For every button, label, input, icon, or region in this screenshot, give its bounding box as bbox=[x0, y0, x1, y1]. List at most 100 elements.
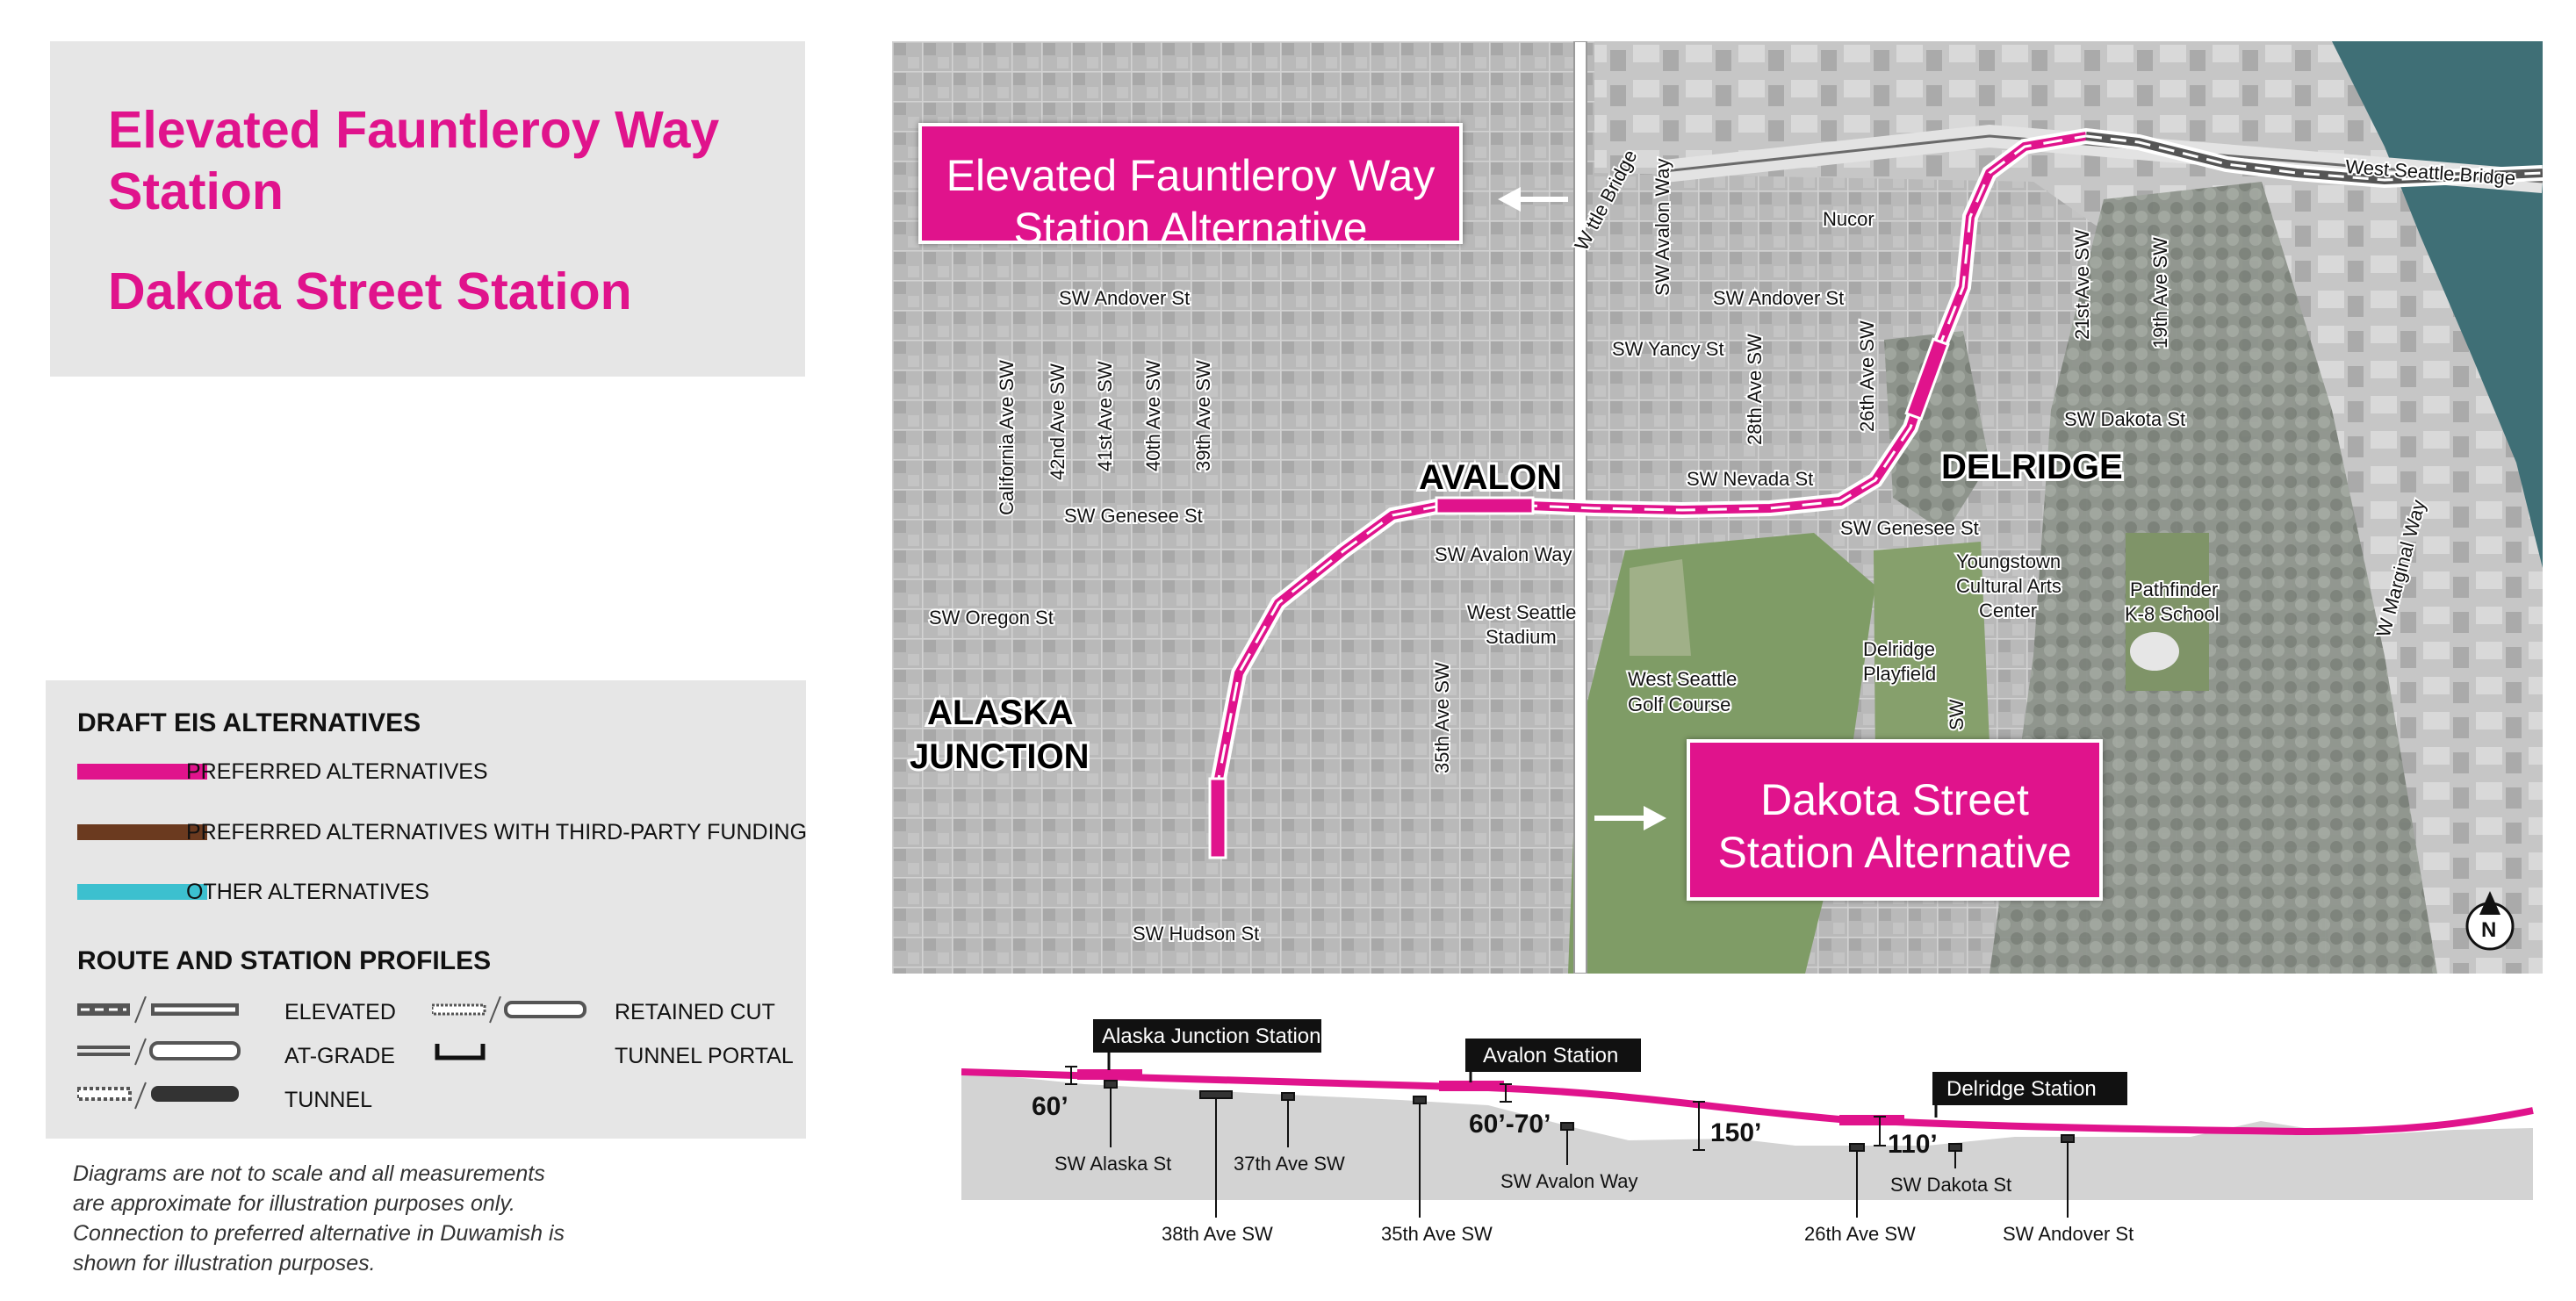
label-youngstown-1: Youngstown bbox=[1956, 550, 2061, 572]
label-28th-ave: 28th Ave SW bbox=[1744, 334, 1766, 445]
profile-street-sw-dakota: SW Dakota St bbox=[1890, 1174, 2011, 1196]
label-avalon: AVALON bbox=[1419, 458, 1562, 497]
legend-swatch-third-party bbox=[77, 824, 207, 840]
callout-fauntleroy-line-1: Elevated Fauntleroy Way bbox=[946, 151, 1436, 200]
profile-height-avalon: 60’-70’ bbox=[1469, 1110, 1551, 1139]
profile-street-37th: 37th Ave SW bbox=[1234, 1153, 1345, 1175]
legend-panel: DRAFT EIS ALTERNATIVES PREFERRED ALTERNA… bbox=[46, 680, 807, 1139]
label-ws-stadium-2: Stadium bbox=[1486, 626, 1557, 648]
callout-dakota-line-1: Dakota Street bbox=[1760, 775, 2029, 824]
profile-station-label-alaska: Alaska Junction Station bbox=[1102, 1024, 1320, 1048]
label-sw-avalon-way-vertical: SW Avalon Way bbox=[1651, 158, 1673, 296]
label-delridge-playfield-2: Playfield bbox=[1863, 663, 1936, 685]
legend-label-at-grade: AT-GRADE bbox=[284, 1044, 395, 1068]
label-sw-hudson: SW Hudson St bbox=[1133, 923, 1259, 945]
callout-fauntleroy-station[interactable]: Elevated Fauntleroy Way Station Alternat… bbox=[918, 123, 1463, 253]
label-youngstown-2: Cultural Arts bbox=[1956, 575, 2062, 597]
arrow-right-icon bbox=[1644, 806, 1666, 830]
route-profile-diagram: Alaska Junction Station Avalon Station D… bbox=[961, 1019, 2534, 1245]
label-alaska: ALASKA bbox=[927, 694, 1074, 732]
legend-label-preferred: PREFERRED ALTERNATIVES bbox=[186, 759, 488, 784]
profile-street-26th: 26th Ave SW bbox=[1804, 1223, 1916, 1245]
profile-street-sw-avalon-way: SW Avalon Way bbox=[1500, 1170, 1638, 1192]
alaska-junction-station-marker bbox=[1208, 777, 1227, 859]
label-pathfinder-1: Pathfinder bbox=[2130, 579, 2218, 600]
label-pathfinder-2: K-8 School bbox=[2125, 603, 2220, 625]
profile-station-label-delridge: Delridge Station bbox=[1946, 1077, 2097, 1101]
delridge-playfield bbox=[1874, 542, 1990, 761]
callout-dakota-line-2: Station Alternative bbox=[1717, 828, 2072, 877]
arrow-left-icon bbox=[1498, 187, 1521, 212]
label-ws-golf-1: West Seattle bbox=[1628, 668, 1737, 690]
profile-street-35th: 35th Ave SW bbox=[1381, 1223, 1493, 1245]
legend-label-tunnel: TUNNEL bbox=[284, 1088, 373, 1112]
profile-station-label-avalon: Avalon Station bbox=[1483, 1044, 1618, 1067]
label-sw-nevada: SW Nevada St bbox=[1687, 468, 1813, 490]
disclaimer-note: Diagrams are not to scale and all measur… bbox=[73, 1159, 687, 1278]
legend-profile-symbols-2 bbox=[432, 996, 586, 1060]
label-26th-ave: 26th Ave SW bbox=[1856, 320, 1878, 432]
label-19th-ave: 19th Ave SW bbox=[2149, 237, 2171, 349]
label-junction: JUNCTION bbox=[910, 737, 1089, 776]
note-line-2: are approximate for illustration purpose… bbox=[73, 1191, 515, 1216]
ground-profile bbox=[961, 1072, 2533, 1200]
note-line-1: Diagrams are not to scale and all measur… bbox=[73, 1161, 545, 1186]
callout-fauntleroy-line-2: Station Alternative bbox=[1013, 204, 1368, 253]
delridge-station-marker bbox=[1904, 337, 1950, 420]
label-sw-oregon: SW Oregon St bbox=[929, 607, 1054, 629]
legend-heading-profiles: ROUTE AND STATION PROFILES bbox=[77, 946, 492, 975]
greenbelt-small bbox=[1884, 331, 1990, 533]
label-california-ave: California Ave SW bbox=[996, 360, 1018, 515]
label-sw-andover-right: SW Andover St bbox=[1713, 287, 1844, 309]
profile-platform-delridge bbox=[1839, 1115, 1904, 1125]
label-sw-avalon-way: SW Avalon Way bbox=[1435, 543, 1572, 565]
label-sw-andover-left: SW Andover St bbox=[1059, 287, 1190, 309]
callout-dakota-station[interactable]: Dakota Street Station Alternative bbox=[1687, 739, 2103, 901]
legend-label-elevated: ELEVATED bbox=[284, 1000, 396, 1024]
profile-route-line bbox=[961, 1068, 2534, 1136]
profile-station-label-bg-delridge bbox=[1932, 1072, 2127, 1105]
label-21st-ave: 21st Ave SW bbox=[2071, 229, 2093, 340]
label-nucor: Nucor bbox=[1823, 208, 1874, 230]
legend-swatch-other bbox=[77, 884, 207, 900]
stadium-field bbox=[1630, 559, 1691, 656]
title-panel: Elevated Fauntleroy Way Station Dakota S… bbox=[50, 41, 805, 377]
legend-label-other: OTHER ALTERNATIVES bbox=[186, 880, 429, 904]
label-sw-short: SW bbox=[1946, 699, 1968, 730]
label-sw-dakota: SW Dakota St bbox=[2064, 408, 2185, 430]
profile-height-alaska: 60’ bbox=[1032, 1092, 1069, 1121]
note-line-3: Connection to preferred alternative in D… bbox=[73, 1221, 565, 1246]
label-sw-yancy: SW Yancy St bbox=[1612, 338, 1724, 360]
profile-height-peak: 150’ bbox=[1710, 1118, 1761, 1147]
label-42nd-ave: 42nd Ave SW bbox=[1047, 363, 1069, 480]
school-building bbox=[2130, 632, 2179, 671]
legend-heading-alternatives: DRAFT EIS ALTERNATIVES bbox=[77, 708, 421, 737]
label-youngstown-3: Center bbox=[1979, 600, 2037, 622]
title-line-1b: Station bbox=[108, 162, 284, 220]
label-40th-ave: 40th Ave SW bbox=[1142, 360, 1164, 471]
profile-platform-alaska bbox=[1077, 1069, 1142, 1080]
label-41st-ave: 41st Ave SW bbox=[1094, 361, 1116, 471]
legend-label-retained-cut: RETAINED CUT bbox=[615, 1000, 775, 1024]
profile-street-sw-alaska: SW Alaska St bbox=[1054, 1153, 1171, 1175]
legend-label-tunnel-portal: TUNNEL PORTAL bbox=[615, 1044, 794, 1068]
profile-height-delridge: 110’ bbox=[1888, 1130, 1938, 1159]
avalon-station-marker bbox=[1435, 496, 1535, 515]
label-sw-genesee-left: SW Genesee St bbox=[1064, 505, 1203, 527]
label-ws-golf-2: Golf Course bbox=[1628, 694, 1731, 715]
label-35th-ave: 35th Ave SW bbox=[1431, 662, 1453, 773]
profile-station-label-bg-alaska bbox=[1093, 1019, 1321, 1053]
label-delridge: DELRIDGE bbox=[1941, 448, 2123, 486]
profile-street-sw-andover: SW Andover St bbox=[2003, 1223, 2133, 1245]
label-delridge-playfield-1: Delridge bbox=[1863, 638, 1935, 660]
note-line-4: shown for illustration purposes. bbox=[73, 1251, 376, 1276]
profile-platform-avalon bbox=[1439, 1081, 1504, 1091]
industrial-area bbox=[1594, 41, 2543, 974]
elevated-route-dashes bbox=[1215, 134, 2087, 859]
title-line-1: Elevated Fauntleroy Way bbox=[108, 101, 720, 159]
profile-street-38th: 38th Ave SW bbox=[1162, 1223, 1273, 1245]
legend-swatch-preferred bbox=[77, 764, 207, 780]
profile-station-label-bg-avalon bbox=[1465, 1039, 1641, 1072]
title-line-2: Dakota Street Station bbox=[108, 262, 632, 320]
label-39th-ave: 39th Ave SW bbox=[1192, 360, 1214, 471]
